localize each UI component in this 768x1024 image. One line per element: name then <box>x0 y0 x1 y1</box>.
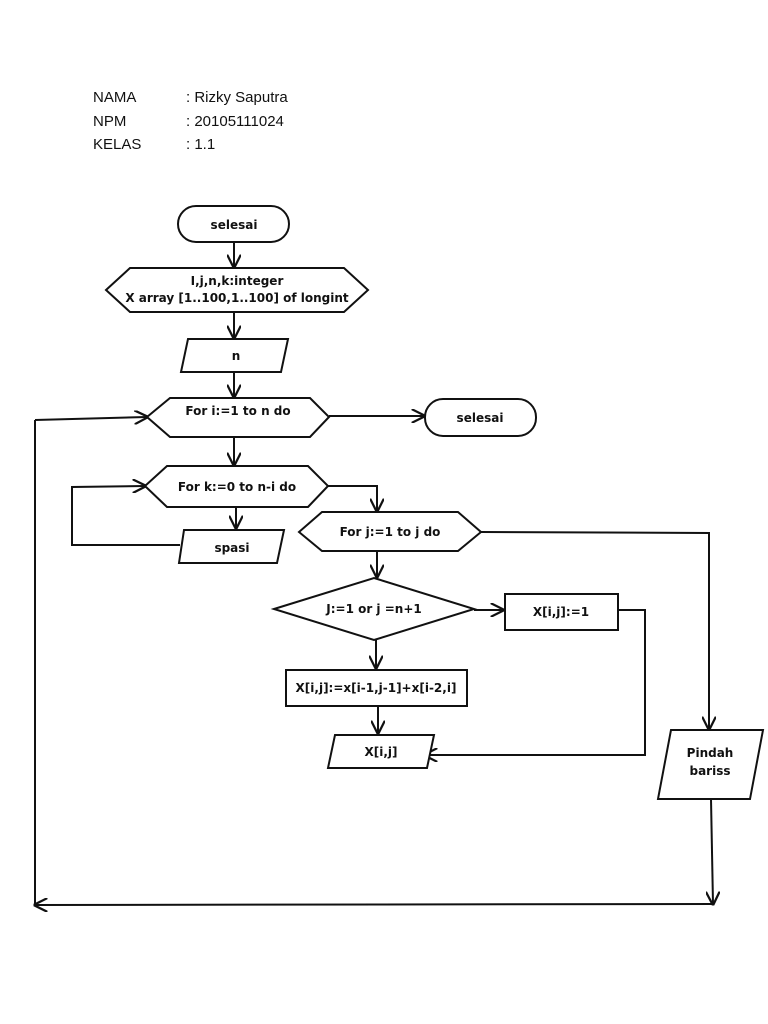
assign-one-process: X[i,j]:=1 <box>504 593 619 631</box>
end-terminal-shape <box>424 398 537 437</box>
start-terminal-label: selesai <box>211 218 258 232</box>
output-x-label: X[i,j] <box>364 745 397 759</box>
spasi-output: spasi <box>177 529 286 564</box>
for-k-loop-shape <box>143 465 330 508</box>
for-i-loop-label: For i:=1 to n do <box>185 404 290 418</box>
end-terminal-label: selesai <box>457 411 504 425</box>
edge-newline-bottom <box>711 798 713 904</box>
assign-one-label: X[i,j]:=1 <box>533 605 589 619</box>
end-terminal: selesai <box>424 398 537 437</box>
edge-return-fori <box>34 417 147 420</box>
input-n: n <box>179 338 290 373</box>
for-k-loop-label: For k:=0 to n-i do <box>178 480 296 494</box>
newline-output: Pindah bariss <box>656 729 765 800</box>
start-terminal: selesai <box>177 205 290 243</box>
value-kelas: : 1.1 <box>186 136 216 153</box>
flow-edges <box>35 242 713 905</box>
for-i-loop-shape <box>145 397 331 438</box>
assign-one-shape <box>504 593 619 631</box>
edge-assign-one-merge <box>425 609 646 755</box>
for-j-loop-shape <box>297 511 483 552</box>
edge-spasi-loop-fork <box>71 486 180 546</box>
label-npm: NPM <box>93 113 127 130</box>
for-j-loop-label: For j:=1 to j do <box>340 525 441 539</box>
decision-label: J:=1 or j =n+1 <box>325 602 421 616</box>
value-npm: : 20105111024 <box>186 113 284 130</box>
spasi-output-shape <box>177 529 286 564</box>
decision-edge-of-row: J:=1 or j =n+1 <box>270 576 478 642</box>
start-terminal-shape <box>177 205 290 243</box>
decision-shape <box>270 576 478 642</box>
edge-fork-forj <box>328 485 377 511</box>
declare-line-2: X array [1..100,1..100] of longint <box>125 291 349 305</box>
newline-output-shape <box>656 729 765 800</box>
declare-preparation-shape <box>104 267 370 313</box>
assign-sum-process: X[i,j]:=x[i-1,j-1]+x[i-2,i] <box>285 669 468 707</box>
assign-sum-shape <box>285 669 468 707</box>
value-nama: : Rizky Saputra <box>186 89 288 106</box>
output-x: X[i,j] <box>326 734 436 769</box>
declare-line-1: I,j,n,k:integer <box>191 274 284 288</box>
assign-sum-label: X[i,j]:=x[i-1,j-1]+x[i-2,i] <box>296 681 457 695</box>
edge-forj-newline <box>480 531 709 729</box>
for-k-loop: For k:=0 to n-i do <box>143 465 330 508</box>
edge-bottom-return <box>35 904 714 905</box>
input-n-label: n <box>232 349 241 363</box>
declare-preparation: I,j,n,k:integer X array [1..100,1..100] … <box>104 267 370 313</box>
output-x-shape <box>326 734 436 769</box>
newline-line-2: bariss <box>689 764 730 778</box>
label-nama: NAMA <box>93 89 137 106</box>
newline-line-1: Pindah <box>687 746 734 760</box>
label-kelas: KELAS <box>93 136 142 153</box>
input-n-shape <box>179 338 290 373</box>
for-j-loop: For j:=1 to j do <box>297 511 483 552</box>
spasi-output-label: spasi <box>214 541 249 555</box>
for-i-loop: For i:=1 to n do <box>145 397 331 438</box>
